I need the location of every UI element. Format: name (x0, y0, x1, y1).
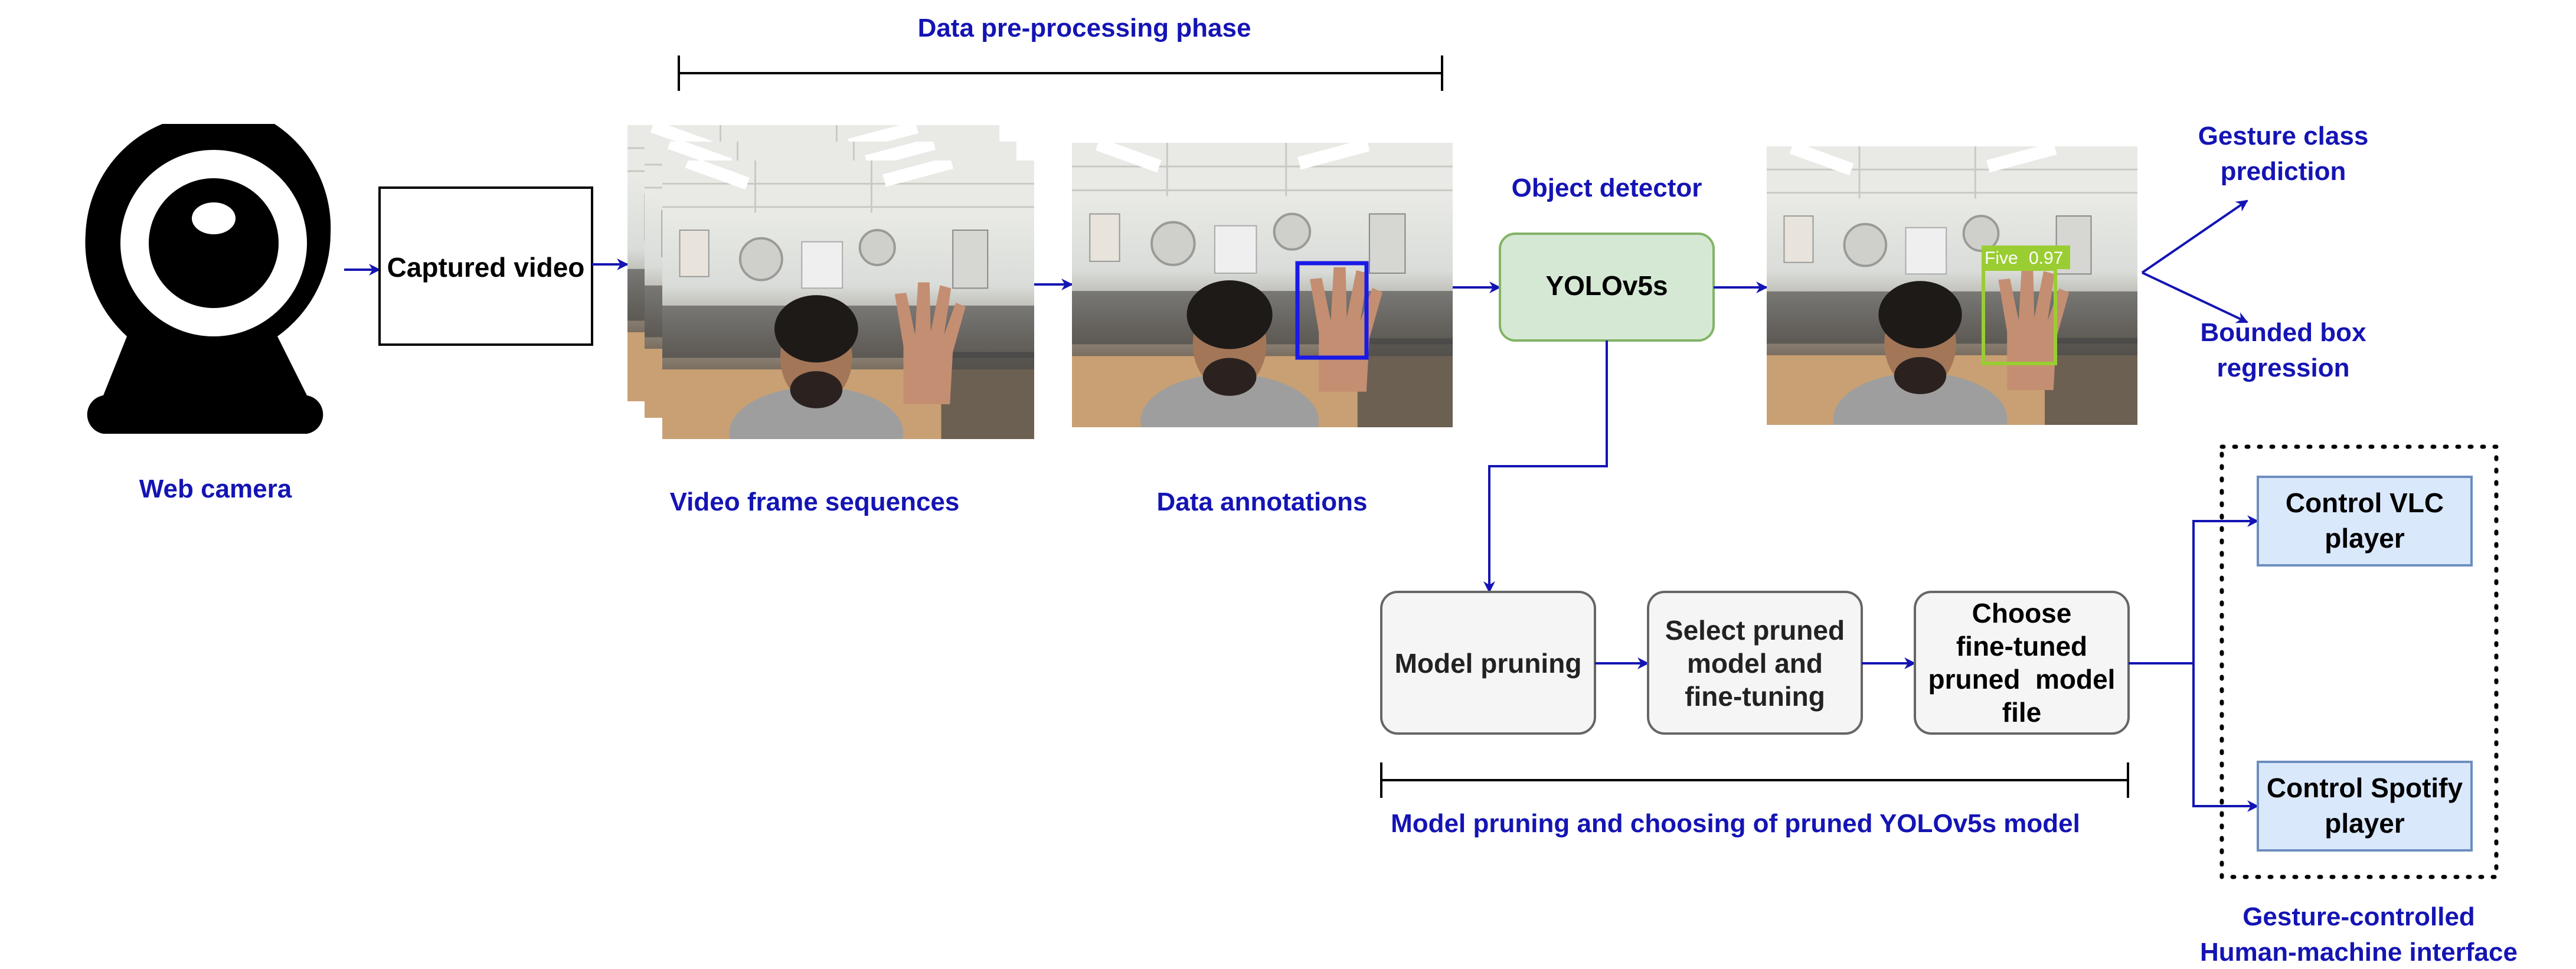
control-vlc-box (2257, 476, 2473, 567)
annotated-frame (1072, 138, 1453, 469)
object-detector-title: Object detector (1512, 173, 1702, 202)
model-pruning-label: Model pruning (1395, 648, 1582, 679)
video-frame-stack (627, 125, 1034, 439)
hmi-container (2219, 444, 2499, 879)
hmi-label-line1: Gesture-controlled (2242, 902, 2475, 931)
arrow-to-gesture-class (2141, 199, 2248, 274)
select-pruned-label-line3: fine-tuning (1685, 681, 1825, 712)
choose-model-label-line3: pruned model (1928, 664, 2116, 695)
detection-confidence: 0.97 (2029, 248, 2063, 268)
arrow-to-bbox-regression (2142, 271, 2248, 323)
video-frame-front (662, 161, 1034, 439)
control-spotify-label-line2: player (2325, 808, 2405, 839)
control-vlc-label-line1: Control VLC (2286, 487, 2444, 518)
control-vlc-label-line2: player (2325, 523, 2405, 554)
annotation-bbox (1295, 261, 1369, 360)
captured-video-box (378, 186, 593, 346)
select-pruned-label-line1: Select pruned (1665, 615, 1845, 646)
control-spotify-box (2257, 761, 2473, 852)
webcam-label: Web camera (139, 474, 292, 503)
annotations-label: Data annotations (1157, 487, 1368, 516)
arrow-choose-branch (2129, 515, 2259, 664)
gesture-class-label-line2: prediction (2221, 157, 2346, 186)
hmi-label-line2: Human-machine interface (2200, 938, 2518, 967)
detection-class-label: Five (1985, 248, 2018, 268)
detection-frame (1767, 146, 2137, 425)
yolov5s-label: YOLOv5s (1545, 270, 1668, 301)
choose-model-label-line1: Choose (1972, 598, 2072, 628)
preprocessing-phase-title: Data pre-processing phase (918, 14, 1251, 42)
preprocessing-phase-bracket (678, 55, 1443, 91)
choose-model-label-line4: file (2002, 697, 2041, 728)
pruning-phase-label: Model pruning and choosing of pruned YOL… (1391, 809, 2080, 838)
detection-tag (1982, 245, 2070, 269)
choose-model-label-line2: fine-tuned (1956, 631, 2087, 662)
control-spotify-label-line1: Control Spotify (2267, 772, 2463, 803)
gesture-class-label-line1: Gesture class (2198, 122, 2369, 150)
pruning-phase-bracket (1380, 762, 2129, 798)
video-frames-label: Video frame sequences (670, 487, 960, 516)
bbox-regression-label-line2: regression (2217, 353, 2350, 382)
bbox-regression-label-line1: Bounded box (2200, 318, 2366, 347)
arrow-choose-branch-spotify (2192, 663, 2259, 812)
arrow-yolo-to-pruning (1483, 341, 1608, 593)
webcam-icon (85, 124, 331, 434)
select-pruned-label-line2: model and (1687, 648, 1823, 679)
captured-video-label: Captured video (387, 252, 585, 283)
